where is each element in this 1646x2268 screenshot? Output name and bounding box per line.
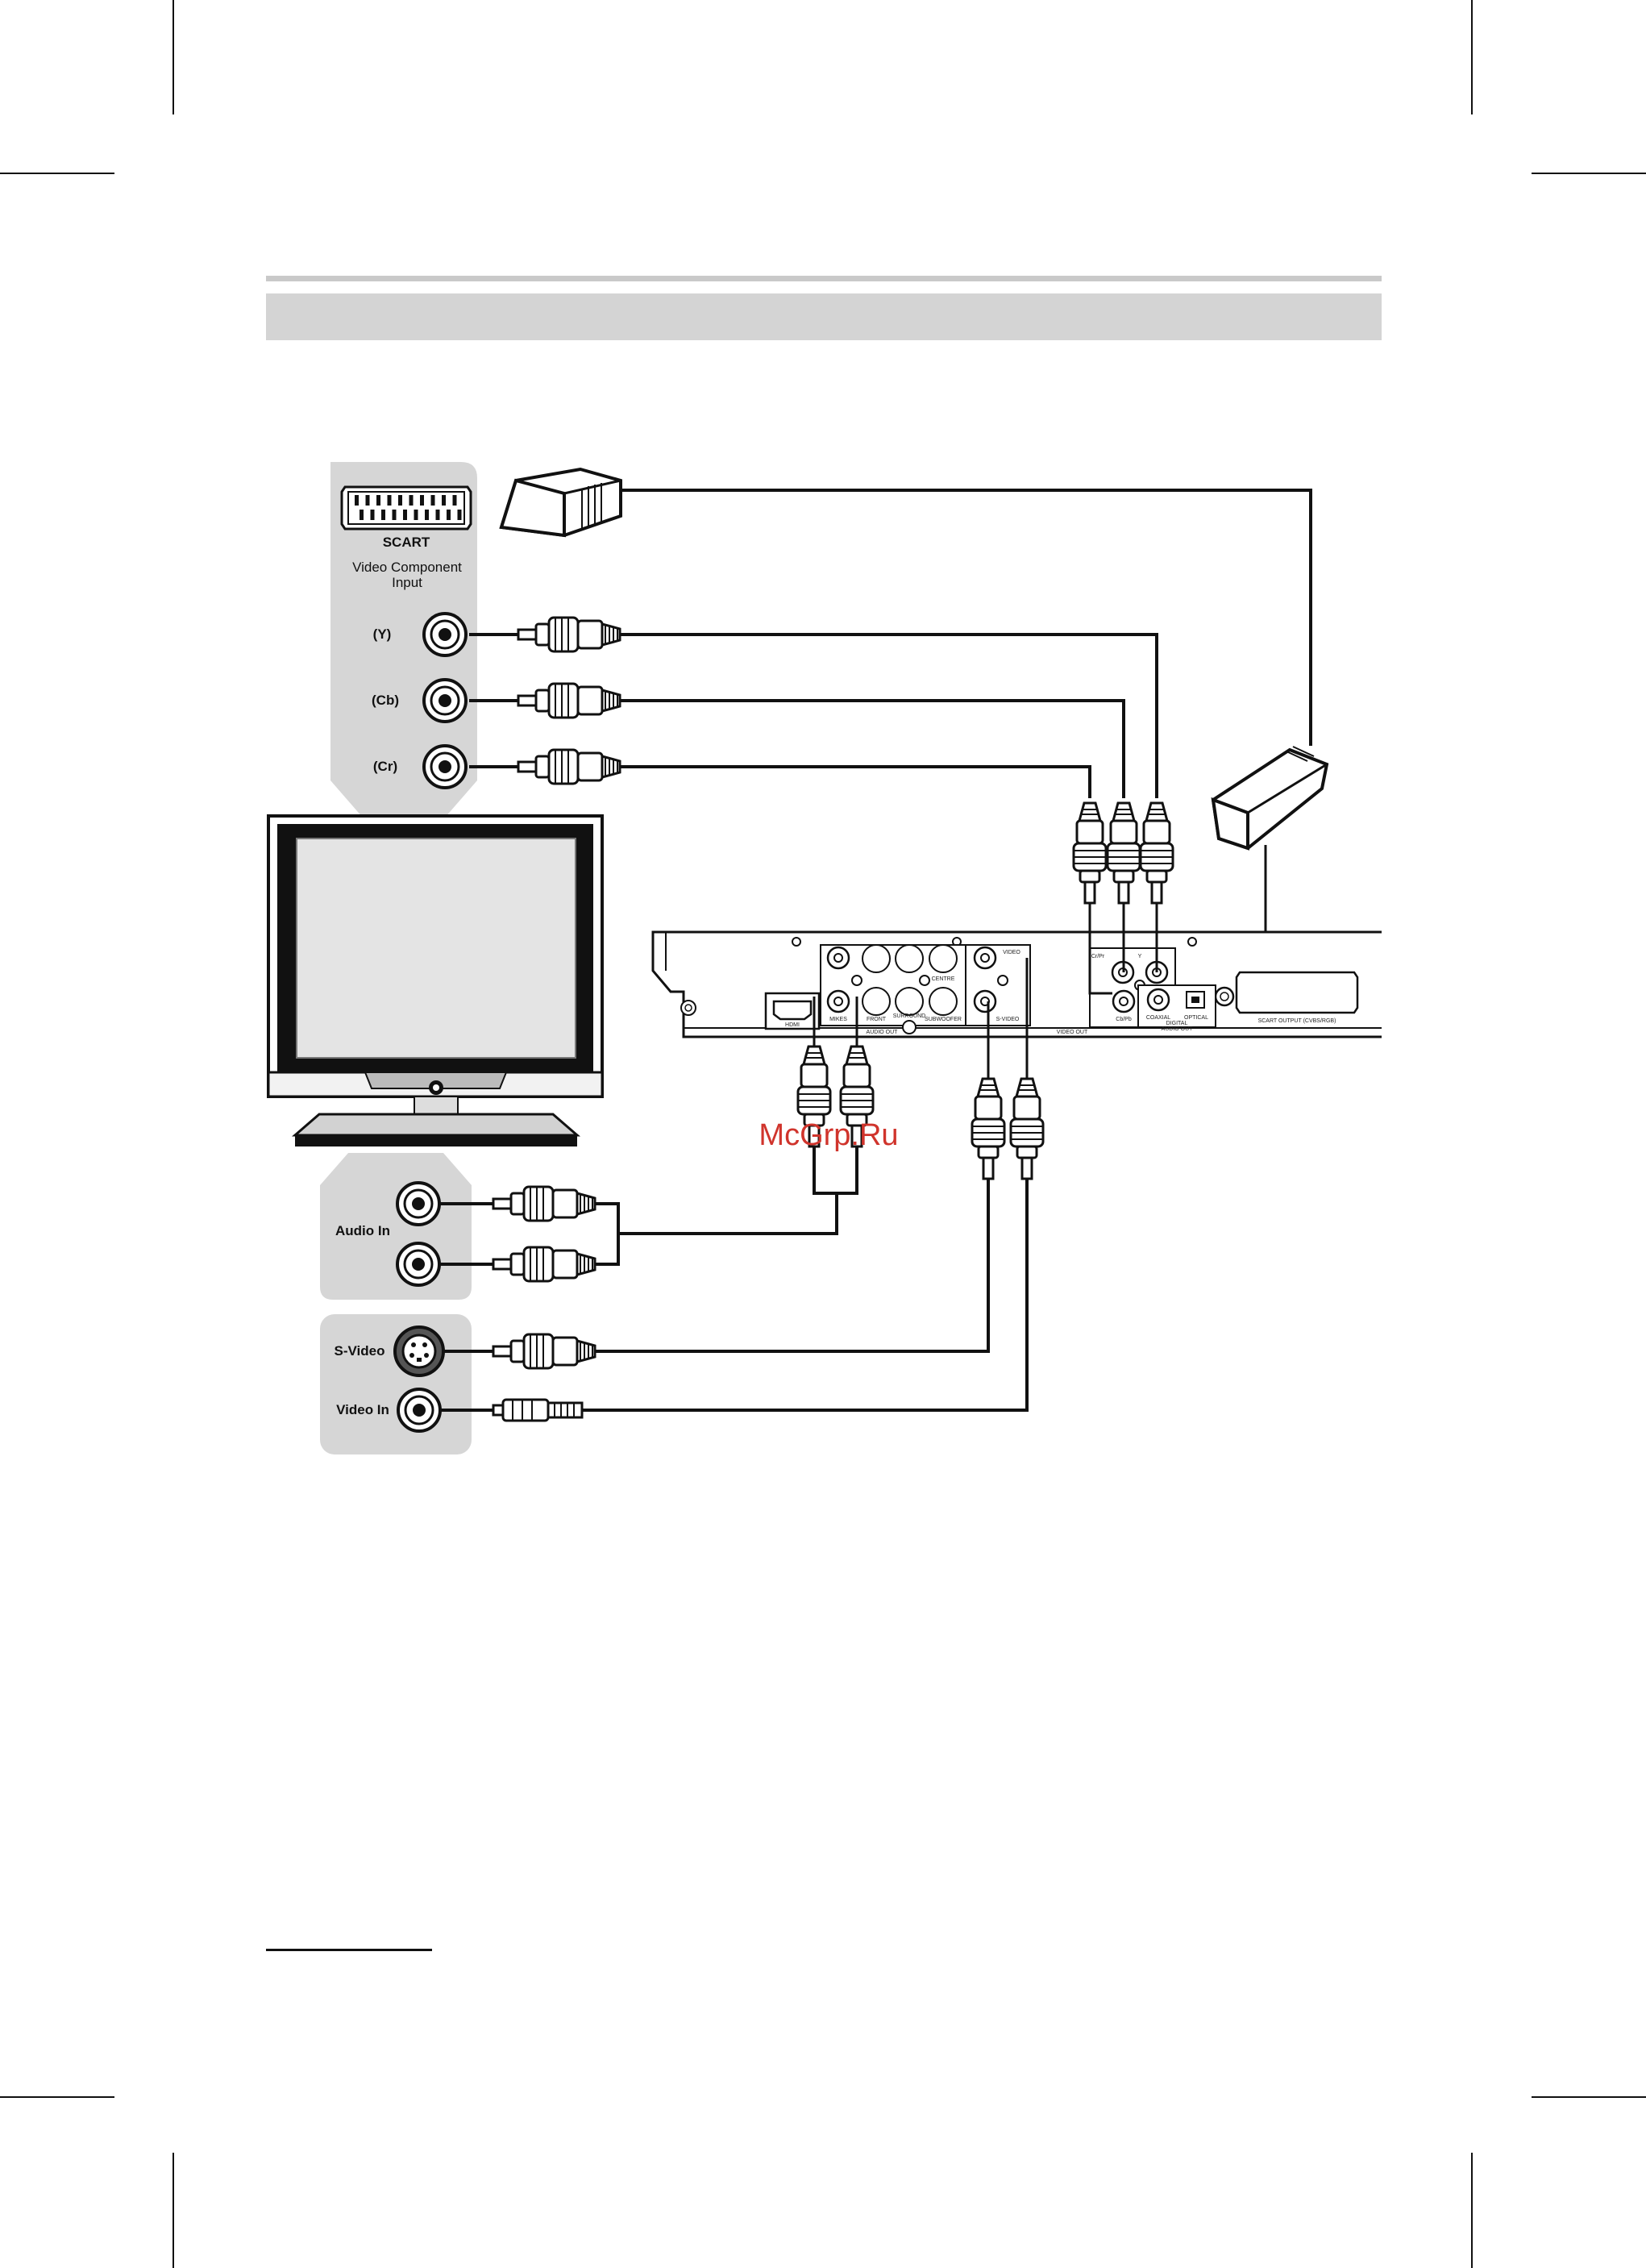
scart-socket <box>342 487 471 529</box>
scart-pin <box>371 510 375 520</box>
scart-pin <box>436 510 440 520</box>
rca-plug-cb <box>518 684 620 718</box>
coaxial-jack[interactable] <box>1148 989 1169 1010</box>
video-out-jack[interactable] <box>975 947 995 968</box>
component-cables <box>620 490 1311 798</box>
video-out-label: VIDEO OUT <box>1057 1030 1088 1035</box>
scart-pin <box>458 510 462 520</box>
scart-label: SCART <box>383 535 430 550</box>
svideo-in-label: S-Video <box>335 1343 385 1359</box>
dvd-player-rear-panel: HDMI MIKES FRONT SURROUND SUBWOOFER CENT… <box>653 932 1382 1040</box>
scart-pin <box>425 510 429 520</box>
scart-pin <box>453 495 457 506</box>
audio-in-jack-l[interactable] <box>397 1183 439 1225</box>
digital-audio-out-label: DIGITAL AUDIO OUT <box>1138 1021 1216 1032</box>
video-in-jack[interactable] <box>398 1389 440 1431</box>
scart-plug-tv <box>501 469 621 535</box>
pr-label: Cr/Pr <box>1091 954 1105 959</box>
rca-plug-svideo-tv <box>493 1334 595 1368</box>
tv-video-panel: S-Video Video In <box>320 1314 472 1454</box>
svideo-in-jack[interactable] <box>395 1327 443 1375</box>
scart-pin <box>376 495 380 506</box>
rca-plug-video-tv <box>493 1400 582 1421</box>
rca-plug-cr <box>518 750 620 784</box>
subwoofer-label: SUBWOOFER <box>925 1017 962 1022</box>
y-label: Y <box>1138 954 1142 959</box>
tv-audio-panel: Audio In <box>320 1153 472 1300</box>
scart-pin <box>420 495 424 506</box>
tv-component-panel: SCART Video Component Input (Y) (Cb) (Cr… <box>330 462 477 818</box>
pb-label: Cb/Pb <box>1116 1017 1132 1022</box>
scart-pin <box>355 495 359 506</box>
scart-pin <box>366 495 370 506</box>
rca-plug-pr-player <box>1074 803 1106 903</box>
coaxial-label: COAXIAL <box>1146 1015 1170 1021</box>
rca-plug-y-player <box>1108 803 1140 903</box>
video-in-label: Video In <box>336 1402 389 1417</box>
rca-plug-svideo-player <box>972 1079 1004 1179</box>
scart-pin <box>360 510 364 520</box>
rca-plug-pb-player <box>1141 803 1173 903</box>
component-y-jack[interactable] <box>424 614 466 655</box>
audio-in-label: Audio In <box>335 1223 390 1238</box>
jack-label-y: (Y) <box>373 626 392 642</box>
watermark: McGrp.Ru <box>759 1118 898 1152</box>
scart-pin <box>381 510 385 520</box>
television <box>268 816 602 1146</box>
jack-label-cr: (Cr) <box>373 759 397 774</box>
svideo-label: S-VIDEO <box>996 1017 1020 1022</box>
scart-pin <box>393 510 397 520</box>
rca-plug-audio-r-tv <box>493 1247 595 1281</box>
optical-label: OPTICAL <box>1184 1015 1208 1021</box>
scart-pin <box>388 495 392 506</box>
front-label: FRONT <box>867 1017 887 1022</box>
component-cr-jack[interactable] <box>424 746 466 788</box>
scart-pin <box>447 510 451 520</box>
scart-plug-player <box>1213 747 1327 848</box>
scart-pin <box>442 495 446 506</box>
centre-label: CENTRE <box>932 976 955 982</box>
scart-output-label: SCART OUTPUT (CVBS/RGB) <box>1258 1018 1336 1024</box>
component-pr-out-jack[interactable] <box>1113 991 1134 1012</box>
rca-plug-y <box>518 618 620 651</box>
rca-plug-audio-l-tv <box>493 1187 595 1221</box>
lower-cables <box>582 1146 1027 1410</box>
audio-out-label: AUDIO OUT <box>867 1030 899 1035</box>
scart-pin <box>398 495 402 506</box>
hdmi-label: HDMI <box>785 1022 800 1028</box>
audio-in-jack-r[interactable] <box>397 1243 439 1285</box>
audio-out-jack-r[interactable] <box>828 991 849 1012</box>
scart-pin <box>431 495 435 506</box>
audio-out-jack-l[interactable] <box>828 947 849 968</box>
mikes-label: MIKES <box>829 1017 847 1022</box>
jack-label-cb: (Cb) <box>372 693 399 708</box>
component-cb-jack[interactable] <box>424 680 466 722</box>
video-label: VIDEO <box>1003 950 1020 955</box>
svideo-out-jack[interactable] <box>975 991 995 1012</box>
component-input-title: Video Component Input <box>343 560 472 590</box>
scart-pin <box>414 510 418 520</box>
surround-label: SURROUND <box>893 1013 925 1019</box>
rca-plug-video-player <box>1011 1079 1043 1179</box>
scart-pin <box>409 495 414 506</box>
scart-pin <box>403 510 407 520</box>
